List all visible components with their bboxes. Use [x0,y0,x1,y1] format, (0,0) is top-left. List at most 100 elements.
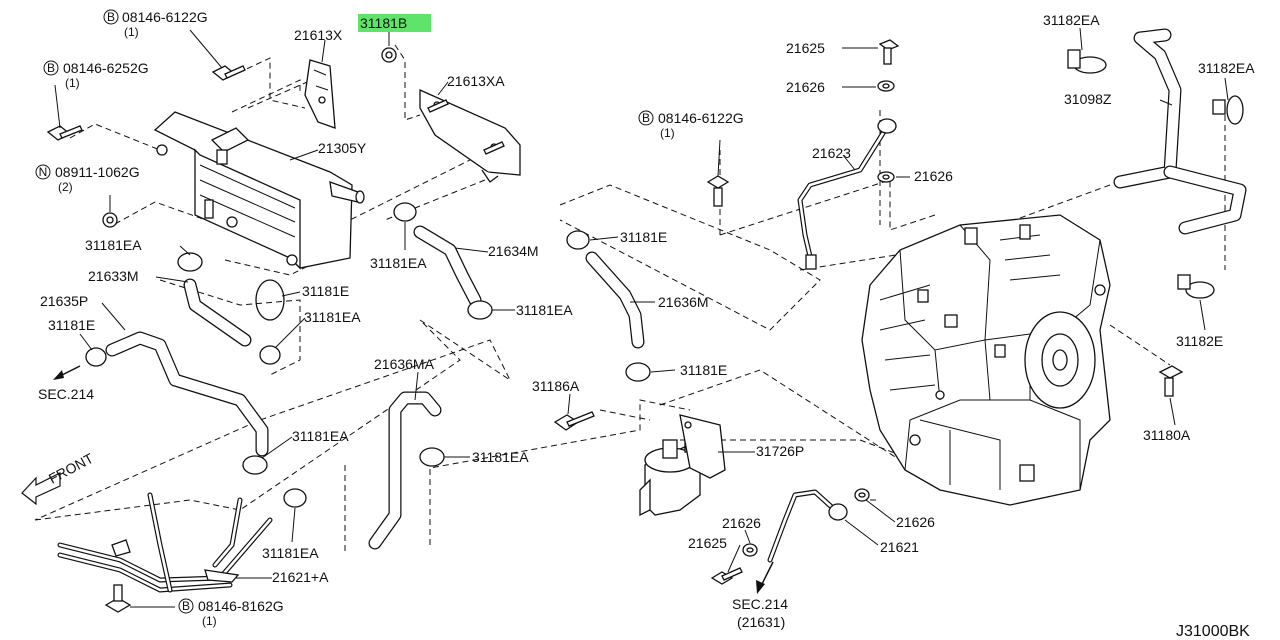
callout-b2[interactable]: B 08146-6252G (1) [43,60,149,90]
callout-quantity: (1) [660,126,675,140]
label-sec214-b-sub: (21631) [737,614,785,630]
pipe-21621A[interactable] [57,492,273,593]
label-31180A[interactable]: 31180A [1143,427,1191,443]
label-21626-a[interactable]: 21626 [786,79,825,95]
bracket-21613XA[interactable] [419,88,521,183]
label-31181EA-f[interactable]: 31181EA [292,428,349,444]
label-21626-b[interactable]: 21626 [914,168,953,184]
bolt-31186A[interactable] [553,411,595,431]
label-31186A[interactable]: 31186A [532,378,580,394]
label-31181B[interactable]: 31181B [360,15,407,31]
label-31181EA-b[interactable]: 31181EA [304,309,361,325]
callout-part-number: 08146-6122G [658,110,744,126]
sec214-arrow-b-icon [756,561,774,594]
bolt-08146-6122G-mid[interactable] [706,175,730,207]
label-31181EA-d[interactable]: 31181EA [516,302,573,318]
bolt-31180A[interactable] [1158,365,1184,397]
circled-letter: B [107,10,115,24]
hose-21636MA[interactable] [368,391,442,550]
label-31098Z[interactable]: 31098Z [1064,91,1112,107]
leader-lines [54,27,1229,608]
bolt-21625-top[interactable] [878,39,900,65]
diagram-code: J31000BK [1176,623,1250,640]
clamp-set[interactable] [85,49,1244,508]
label-31181EA-c[interactable]: 31181EA [370,255,427,271]
callout-quantity: (1) [124,25,139,39]
washer-21626-a[interactable] [877,80,895,92]
label-21621A[interactable]: 21621+A [272,569,329,585]
hose-21633M[interactable] [183,278,252,347]
label-31181E-c[interactable]: 31181E [620,229,667,245]
label-31726P[interactable]: 31726P [756,443,804,459]
tube-21621[interactable] [767,489,848,563]
label-31181EA-a[interactable]: 31181EA [85,237,142,253]
bolt-21613XA-a[interactable] [427,99,449,113]
hose-21635P[interactable] [105,331,269,457]
part-labels: 31181B 21613X 21613XA 21305Y 31181EA 216… [38,12,1255,630]
callout-quantity: (1) [65,76,80,90]
bolt-21625-bottom[interactable] [710,567,743,585]
label-21305Y[interactable]: 21305Y [318,140,367,156]
label-front: FRONT [46,450,96,487]
label-21613XA[interactable]: 21613XA [447,73,505,89]
label-31182EA-b[interactable]: 31182EA [1198,60,1255,76]
label-31181E-a[interactable]: 31181E [48,317,95,333]
label-31181EA-e[interactable]: 31181EA [472,449,529,465]
callout-part-number: 08911-1062G [55,164,140,180]
hose-21636M[interactable] [585,251,645,349]
hose-31098Z[interactable] [1113,28,1247,235]
label-21626-d[interactable]: 21626 [896,514,935,530]
callout-n1[interactable]: N 08911-1062G (2) [35,164,140,194]
label-21633M[interactable]: 21633M [88,268,139,284]
filter-31726P[interactable] [639,414,726,517]
nut-08911-1062G[interactable] [102,212,118,228]
washer-21626-d[interactable] [742,543,758,557]
label-21623[interactable]: 21623 [812,145,851,161]
washer-21626-c[interactable] [854,488,870,502]
circled-letter: B [182,599,190,613]
front-arrow-icon [21,472,61,506]
callout-part-number: 08146-6252G [63,60,149,76]
hose-21634M[interactable] [413,225,482,307]
label-31182E[interactable]: 31182E [1176,333,1223,349]
oil-cooler-21305Y[interactable] [153,111,365,270]
label-sec214-a[interactable]: SEC.214 [38,386,94,402]
bracket-21613X[interactable] [304,59,336,129]
label-sec214-b[interactable]: SEC.214 [732,596,788,612]
label-21613X[interactable]: 21613X [294,27,343,43]
washer-21626-b[interactable] [877,171,895,183]
circled-letter: N [39,165,48,179]
callout-b1[interactable]: B 08146-6122G (1) [103,9,208,39]
label-21621[interactable]: 21621 [880,539,919,555]
label-21636M[interactable]: 21636M [658,294,709,310]
callout-b4[interactable]: B 08146-8162G (1) [178,598,284,628]
label-31181EA-g[interactable]: 31181EA [262,545,319,561]
tube-21623[interactable] [797,118,897,270]
label-21634M[interactable]: 21634M [488,243,539,259]
label-21625-a[interactable]: 21625 [786,40,825,56]
label-21626-c[interactable]: 21626 [722,515,761,531]
bolt-08146-6252G[interactable] [46,125,83,141]
transaxle-assembly [861,214,1111,506]
callout-quantity: (2) [58,180,73,194]
label-31181E-b[interactable]: 31181E [302,283,349,299]
nut-31181B[interactable] [381,47,397,63]
callout-b3[interactable]: B 08146-6122G (1) [638,110,744,140]
bolt-08146-8162G[interactable] [104,584,132,613]
callout-part-number: 08146-6122G [122,9,208,25]
circled-letter: B [47,61,55,75]
highlight-31181B [358,14,431,32]
callout-quantity: (1) [202,614,217,628]
bolt-21613XA-b[interactable] [483,141,505,155]
label-31181E-d[interactable]: 31181E [680,362,727,378]
label-21636MA[interactable]: 21636MA [374,356,435,372]
label-21635P[interactable]: 21635P [40,293,88,309]
sec214-arrow-a-icon [53,365,81,380]
label-31182EA-a[interactable]: 31182EA [1043,12,1100,28]
circled-letter: B [642,111,650,125]
bolt-08146-6122G[interactable] [211,65,246,81]
callout-part-number: 08146-8162G [198,598,284,614]
label-21625-b[interactable]: 21625 [688,535,727,551]
